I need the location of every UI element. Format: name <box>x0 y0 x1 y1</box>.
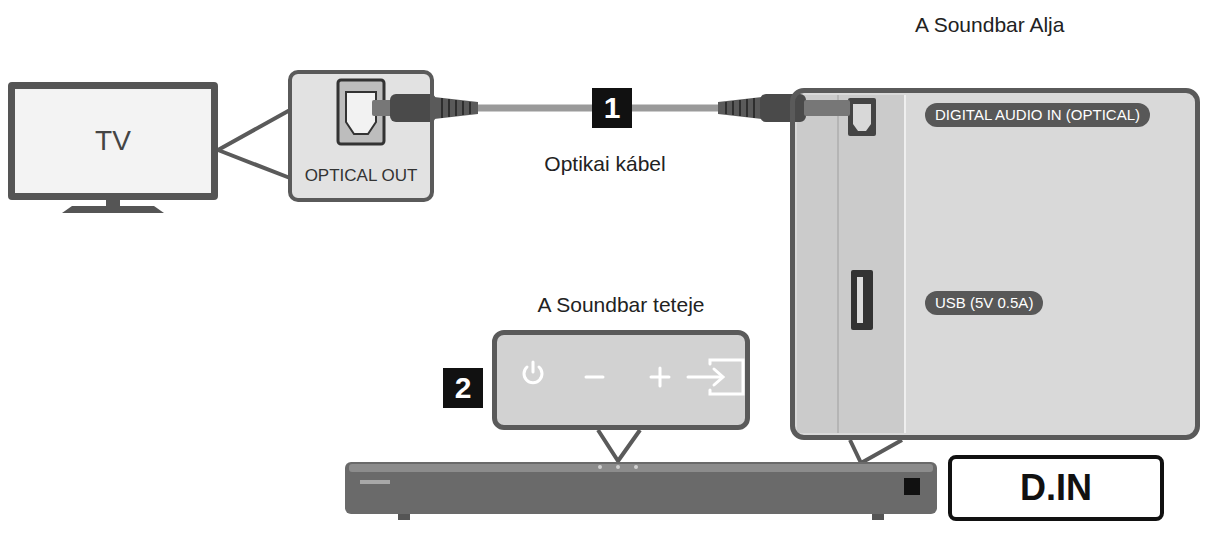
soundbar-button <box>634 465 638 469</box>
node-text: USB (5V 0.5A) <box>935 294 1033 311</box>
callout-fill <box>290 72 432 200</box>
tv-base <box>62 206 164 213</box>
port-callout: OPTICAL OUT <box>288 70 434 202</box>
callout-number: 2 <box>443 368 483 408</box>
cable-name: Optikai kábel <box>544 152 665 176</box>
button-icons <box>524 360 743 394</box>
callout-pointer <box>850 440 902 463</box>
heading: A Soundbar Alja <box>915 13 1064 37</box>
display-window <box>904 478 920 495</box>
optical-plug <box>372 94 478 122</box>
usb-port-slot <box>857 277 863 323</box>
heading: A Soundbar teteje <box>497 293 745 317</box>
panel-fill <box>793 91 1197 437</box>
callout-number: 1 <box>592 88 632 128</box>
node-text: DIGITAL AUDIO IN (OPTICAL) <box>935 106 1140 123</box>
volume-down-button <box>586 376 603 379</box>
source-button <box>714 369 723 385</box>
soundbar-logo <box>360 480 390 484</box>
tv-screen: TV <box>8 82 218 200</box>
panel-edge <box>904 95 906 433</box>
node-text: D.IN <box>1020 467 1092 509</box>
node-text: TV <box>95 125 131 157</box>
optical-port-opening <box>346 92 376 134</box>
top-panel: A Soundbar teteje <box>492 330 750 430</box>
panel-edge <box>837 95 839 433</box>
callout-pointer <box>218 110 290 178</box>
soundbar-button <box>616 465 620 469</box>
soundbar-foot <box>398 514 410 520</box>
soundbar <box>345 462 937 514</box>
optical-plug <box>718 94 850 122</box>
node-text: OPTICAL OUT <box>305 166 418 186</box>
soundbar-button <box>598 465 602 469</box>
panel-fill <box>495 333 747 427</box>
source-button <box>688 376 722 379</box>
port-name: USB (5V 0.5A) <box>925 291 1043 315</box>
bottom-panel: DIGITAL AUDIO IN (OPTICAL)USB (5V 0.5A)A… <box>790 88 1200 440</box>
usb-port <box>851 270 873 330</box>
power-button <box>532 362 535 372</box>
soundbar-foot <box>872 514 884 520</box>
display-label: D.IN <box>948 455 1164 521</box>
volume-up-button <box>659 368 662 386</box>
tv-neck <box>106 199 120 207</box>
optical-port <box>848 98 876 136</box>
optical-port-opening <box>853 104 871 131</box>
port-name: DIGITAL AUDIO IN (OPTICAL) <box>925 103 1150 127</box>
callout-pointer <box>598 430 640 461</box>
soundbar-top <box>349 464 933 472</box>
port-zone <box>797 95 905 433</box>
